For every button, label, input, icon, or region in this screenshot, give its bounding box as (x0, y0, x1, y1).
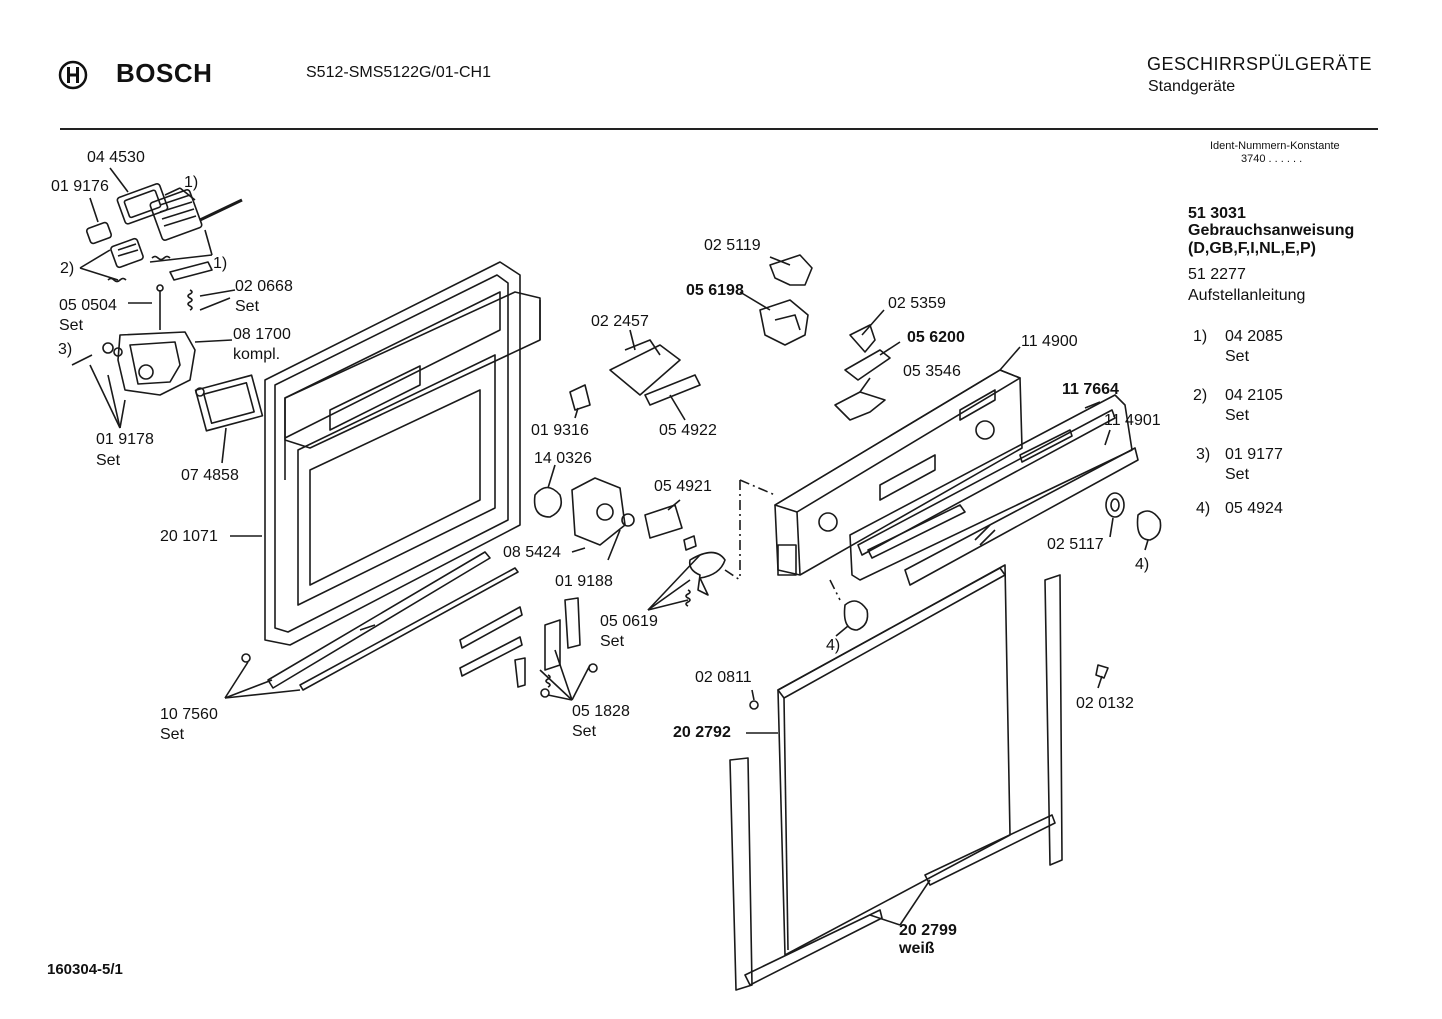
door-lock-assembly (569, 254, 891, 421)
part-label: Set (600, 633, 625, 650)
part-label: 05 4921 (654, 478, 712, 495)
part-label: 05 3546 (903, 363, 961, 380)
part-label: 02 5119 (704, 237, 761, 254)
bottom-strip (267, 551, 519, 691)
footnote-ref: 1) (184, 174, 199, 191)
part-label: 02 5359 (888, 295, 946, 312)
manual-title: Gebrauchsanweisung (1188, 222, 1355, 239)
screw-icon (241, 653, 251, 663)
part-label: 05 4922 (659, 422, 717, 439)
part-label: Set (59, 317, 84, 334)
part-label: 05 6198 (686, 282, 744, 299)
header-divider (60, 128, 1378, 130)
footnote-key: 1) (1193, 328, 1208, 345)
footnote-part: 05 4924 (1225, 500, 1283, 517)
part-label: 02 2457 (591, 313, 649, 330)
bosch-logo-icon (58, 60, 88, 90)
part-label: 02 0132 (1076, 695, 1134, 712)
manual-languages: (D,GB,F,I,NL,E,P) (1188, 240, 1316, 257)
part-label: 11 4900 (1021, 333, 1078, 350)
part-label: 01 9178 (96, 431, 154, 448)
part-label: 11 4901 (1104, 412, 1161, 429)
knob-icon (843, 600, 869, 631)
part-label: 02 0811 (695, 669, 752, 686)
part-label: weiß (899, 940, 935, 957)
part-label: 07 4858 (181, 467, 239, 484)
front-panel (849, 394, 1139, 586)
timer-switch (533, 477, 726, 607)
part-label: 20 1071 (160, 528, 218, 545)
footnote-ref: 4) (826, 637, 841, 654)
part-label: Set (96, 452, 121, 469)
model-number: S512-SMS5122G/01-CH1 (306, 64, 491, 81)
hinge-parts (459, 597, 598, 698)
part-label: 20 2799 (899, 922, 957, 939)
part-label: 02 5117 (1047, 536, 1104, 553)
footnote-note: Set (1225, 348, 1250, 365)
part-label: 01 9316 (531, 422, 589, 439)
part-label: 05 1828 (572, 703, 630, 720)
part-label: 11 7664 (1062, 381, 1119, 398)
part-label: Set (572, 723, 597, 740)
inner-door-frame (264, 261, 541, 646)
knob-icon (1105, 492, 1125, 518)
knob-icon (1136, 510, 1162, 541)
footnote-note: Set (1225, 466, 1250, 483)
part-label: 01 9176 (51, 178, 109, 195)
footnote-ref: 2) (60, 260, 75, 277)
install-number: 51 2277 (1188, 266, 1246, 283)
part-label: 02 0668 (235, 278, 293, 295)
ident-value: 3740 . . . . . . (1241, 153, 1303, 165)
footnote-key: 4) (1196, 500, 1211, 517)
part-label: 08 1700 (233, 326, 291, 343)
install-title: Aufstellanleitung (1188, 287, 1306, 304)
manual-number: 51 3031 (1188, 205, 1246, 222)
footer-code: 160304-5/1 (47, 961, 123, 978)
footnote-ref: 1) (213, 255, 228, 272)
part-label: 05 0619 (600, 613, 658, 630)
screw-icon (749, 700, 759, 710)
footnote-ref: 3) (58, 341, 73, 358)
part-label: 08 5424 (503, 544, 561, 561)
part-label: Set (160, 726, 185, 743)
part-label: 04 4530 (87, 149, 145, 166)
footnote-ref: 4) (1135, 556, 1150, 573)
part-label: 14 0326 (534, 450, 592, 467)
part-label: 10 7560 (160, 706, 218, 723)
ident-label: Ident-Nummern-Konstante (1210, 140, 1340, 152)
part-label: kompl. (233, 346, 281, 363)
category-title: GESCHIRRSPÜLGERÄTE (1147, 54, 1373, 74)
screw-icon (1095, 664, 1109, 679)
brand-name: BOSCH (116, 58, 213, 88)
footnote-part: 04 2085 (1225, 328, 1283, 345)
category-subtitle: Standgeräte (1148, 78, 1236, 95)
footnote-key: 3) (1196, 446, 1211, 463)
outer-door-panel (777, 564, 1011, 956)
footnote-part: 01 9177 (1225, 446, 1283, 463)
footnote-part: 04 2105 (1225, 387, 1283, 404)
part-label: 05 6200 (907, 329, 965, 346)
part-label: 20 2792 (673, 724, 731, 741)
part-label: 05 0504 (59, 297, 117, 314)
footnote-note: Set (1225, 407, 1250, 424)
part-label: Set (235, 298, 260, 315)
footnote-key: 2) (1193, 387, 1208, 404)
detergent-dispenser (71, 183, 264, 432)
part-label: 01 9188 (555, 573, 613, 590)
